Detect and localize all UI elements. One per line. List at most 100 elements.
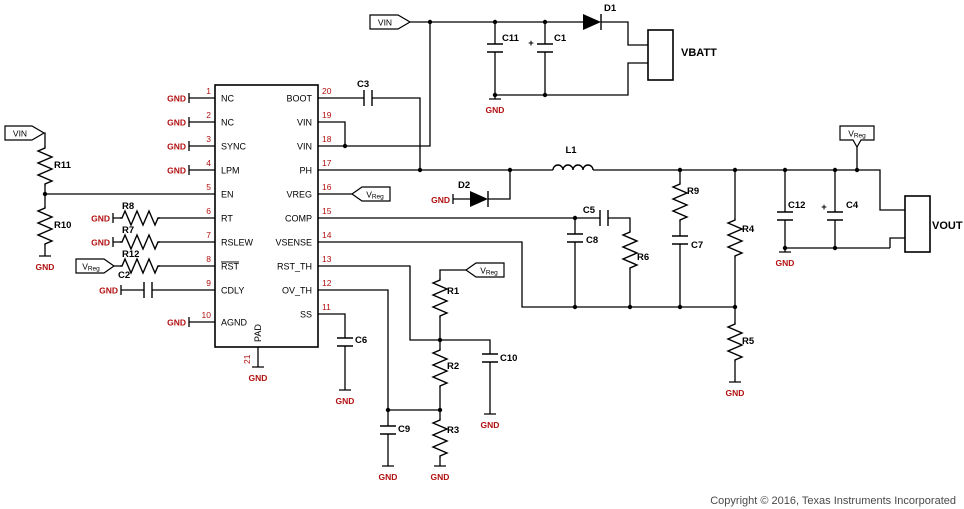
- gnd-label-pin1: GND: [167, 94, 186, 104]
- gnd-label-pin4: GND: [167, 166, 186, 176]
- gnd-label-c6: GND: [336, 396, 355, 406]
- vreg-net-label-pin16: VReg: [366, 190, 384, 201]
- junction-dot: [627, 304, 633, 310]
- label-c10: C10: [500, 353, 517, 364]
- pin-name-agnd: AGND: [221, 318, 248, 328]
- label-r1: R1: [447, 286, 460, 297]
- copyright-text: Copyright © 2016, Texas Instruments Inco…: [710, 495, 956, 507]
- pin-number-3: 3: [206, 134, 211, 144]
- pin-name-rt: RT: [221, 214, 233, 224]
- ic-body: [214, 84, 319, 348]
- label-c1: C1: [554, 33, 567, 44]
- vin-net-label-left: VIN: [13, 129, 27, 139]
- pin-number-14: 14: [322, 230, 332, 240]
- gnd-label-r7: GND: [91, 238, 110, 248]
- junction-dots: [42, 19, 860, 413]
- pin-name-ph: PH: [299, 166, 312, 176]
- label-c4: C4: [846, 200, 859, 211]
- junction-dot: [507, 167, 513, 173]
- polarity-plus-c1: +: [528, 38, 534, 49]
- capacitor-c1: [537, 43, 553, 53]
- vin-divider: VIN R11 R10 GND: [4, 125, 72, 272]
- junction-dot: [572, 304, 578, 310]
- pin-number-5: 5: [206, 182, 211, 192]
- connector-vbatt: [647, 29, 674, 81]
- diode-d1: [583, 14, 601, 30]
- vin-net-label-top: VIN: [378, 18, 392, 28]
- gnd-label-r8: GND: [91, 214, 110, 224]
- label-d1: D1: [604, 3, 617, 14]
- resistor-r1: [431, 278, 449, 318]
- pin-name-vin-18: VIN: [297, 142, 312, 152]
- pin-name-ss: SS: [300, 310, 312, 320]
- pin-name-rst-th: RST_TH: [277, 262, 312, 272]
- resistor-r11: [36, 146, 54, 186]
- resistor-r9: [671, 182, 689, 222]
- label-r12: R12: [122, 249, 139, 260]
- junction-dot: [417, 167, 423, 173]
- vreg-net-flag-output: [839, 125, 875, 149]
- label-c11: C11: [502, 33, 520, 44]
- label-l1: L1: [565, 145, 577, 156]
- label-c9: C9: [398, 424, 410, 435]
- gnd-label-pin10: GND: [167, 318, 186, 328]
- pin-number-4: 4: [206, 158, 211, 168]
- pin-number-9: 9: [206, 278, 211, 288]
- vin-net-flag-top: [369, 14, 412, 30]
- resistor-r3: [431, 418, 449, 458]
- junction-dot: [437, 337, 443, 343]
- gnd-label-c10: GND: [481, 420, 500, 430]
- pin-name-cdly: CDLY: [221, 286, 244, 296]
- label-c7: C7: [691, 240, 703, 251]
- pin-name-vin-19: VIN: [297, 118, 312, 128]
- junction-dot: [832, 245, 838, 251]
- gnd-label-d2: GND: [431, 195, 450, 205]
- pin-name-en: EN: [221, 190, 234, 200]
- pin-name-nc-1: NC: [221, 94, 234, 104]
- right-pin-wires: [318, 22, 905, 467]
- gnd-label-c11: GND: [486, 105, 505, 115]
- junction-dot: [732, 167, 738, 173]
- resistor-r8: [120, 209, 160, 227]
- pin-number-12: 12: [322, 278, 332, 288]
- label-r8: R8: [122, 201, 134, 212]
- capacitor-c5: [599, 210, 609, 226]
- vreg-pin16: VReg: [350, 186, 391, 202]
- vreg-net-label-output: VReg: [848, 129, 866, 140]
- pin-number-10: 10: [202, 310, 212, 320]
- pin-name-rslew: RSLEW: [221, 238, 254, 248]
- d2-wires: [452, 170, 511, 204]
- gnd-label-r10: GND: [36, 262, 55, 272]
- pin-number-13: 13: [322, 254, 332, 264]
- capacitor-c4: [827, 211, 843, 221]
- pin-name-nc-2: NC: [221, 118, 234, 128]
- label-r2: R2: [447, 361, 459, 372]
- comp-network: C5 C8 R6: [567, 205, 649, 270]
- pin-number-21: 21: [242, 354, 252, 364]
- junction-dot: [677, 304, 683, 310]
- pin-number-15: 15: [322, 206, 332, 216]
- ic: 1 2 3 4 5 6 7 8 9 10 NC NC SYNC LPM EN R…: [45, 84, 332, 383]
- label-r9: R9: [687, 186, 699, 197]
- threshold-wires: [388, 269, 496, 467]
- pin-number-8: 8: [206, 254, 211, 264]
- junction-dot: [342, 143, 348, 149]
- vbatt-label: VBATT: [681, 47, 717, 59]
- capacitor-c9: [380, 425, 396, 435]
- input-section: VIN C11 C1 + D1 GND VBATT: [369, 3, 717, 115]
- capacitor-c8: [567, 233, 583, 243]
- pin-number-18: 18: [322, 134, 332, 144]
- boot-circuit: C3: [357, 79, 373, 106]
- resistor-r10: [36, 206, 54, 246]
- pin-name-pad: PAD: [253, 324, 263, 342]
- vout-label: VOUT: [932, 220, 963, 232]
- inductor-l1: [552, 164, 594, 171]
- junction-dot: [42, 191, 48, 197]
- gnd-label-c9: GND: [379, 472, 398, 482]
- label-c5: C5: [583, 205, 596, 216]
- gnd-label-pin2: GND: [167, 118, 186, 128]
- label-r10: R10: [54, 220, 71, 231]
- gnd-label-r3: GND: [431, 472, 450, 482]
